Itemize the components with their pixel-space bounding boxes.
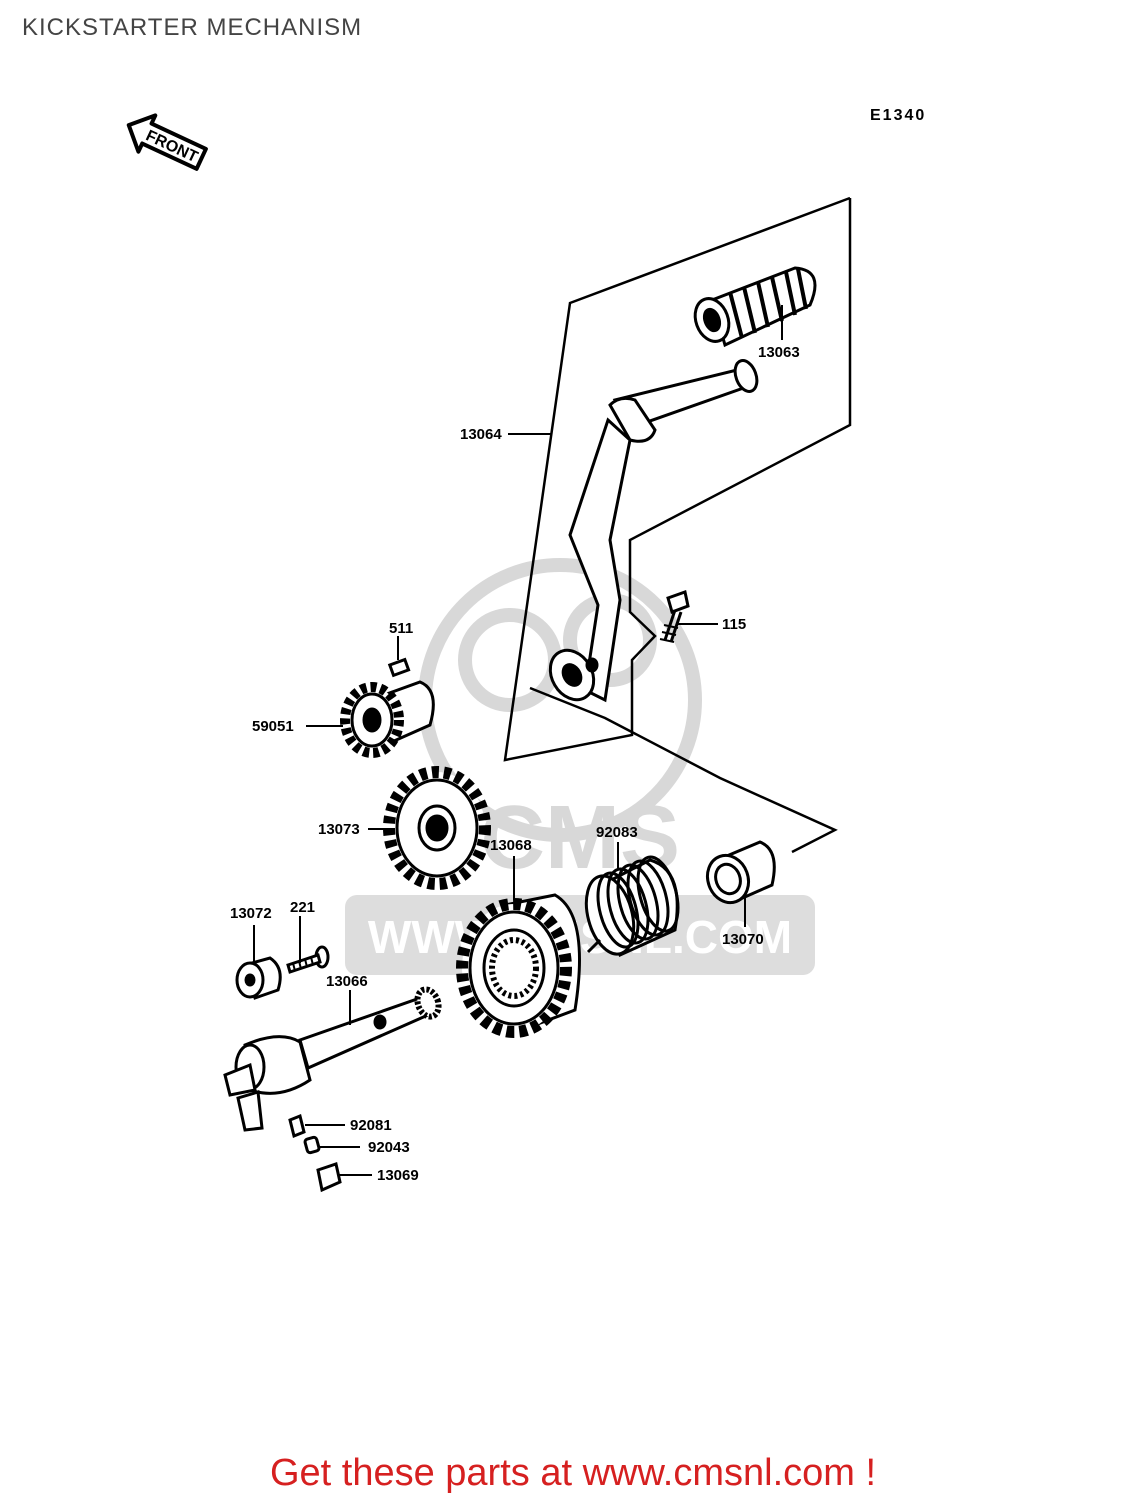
- front-arrow-icon: FRONT: [126, 113, 208, 171]
- guide-13070: [705, 840, 776, 905]
- lever-assembly-outline: [503, 196, 852, 854]
- kick-lever: [548, 359, 759, 703]
- part-label-92083: 92083: [596, 824, 638, 841]
- part-label-13073: 13073: [318, 821, 360, 838]
- part-label-13072: 13072: [230, 905, 272, 922]
- part-label-92043: 92043: [368, 1139, 410, 1156]
- gear-59051: [340, 680, 435, 758]
- bolt-221: [286, 945, 330, 974]
- leader-lines: [253, 305, 783, 1176]
- spring-92083: [584, 855, 680, 957]
- part-label-511: 511: [389, 620, 413, 637]
- page-title: KICKSTARTER MECHANISM: [22, 14, 363, 41]
- part-labels: 13063 13064 115 511 59051 13073 92083 13…: [230, 344, 800, 1184]
- part-label-221: 221: [290, 899, 315, 916]
- part-label-13066: 13066: [326, 973, 368, 990]
- diagram-code: E1340: [870, 107, 926, 124]
- pin-511: [387, 657, 411, 678]
- bolt-115: [659, 590, 690, 643]
- part-label-115: 115: [722, 616, 746, 633]
- collar-13072: [235, 956, 282, 1000]
- kick-pedal-rubber: [693, 266, 817, 348]
- part-label-13068: 13068: [490, 837, 532, 854]
- stopper-13069: [316, 1162, 342, 1193]
- pin-92043: [303, 1135, 321, 1155]
- shop-link[interactable]: Get these parts at www.cmsnl.com !: [269, 1452, 877, 1494]
- parts-diagram: CMS WWW.CMSNL.COM FRONT E1340: [126, 107, 926, 1193]
- part-label-59051: 59051: [252, 718, 294, 735]
- gear-13068: [456, 893, 581, 1038]
- part-label-13064: 13064: [460, 426, 502, 443]
- shaft-13066: [223, 986, 442, 1132]
- spring-92081: [288, 1113, 306, 1139]
- part-label-92081: 92081: [350, 1117, 392, 1134]
- gear-13073: [383, 766, 491, 890]
- part-label-13063: 13063: [758, 344, 800, 361]
- part-label-13070: 13070: [722, 931, 764, 948]
- part-label-13069: 13069: [377, 1167, 419, 1184]
